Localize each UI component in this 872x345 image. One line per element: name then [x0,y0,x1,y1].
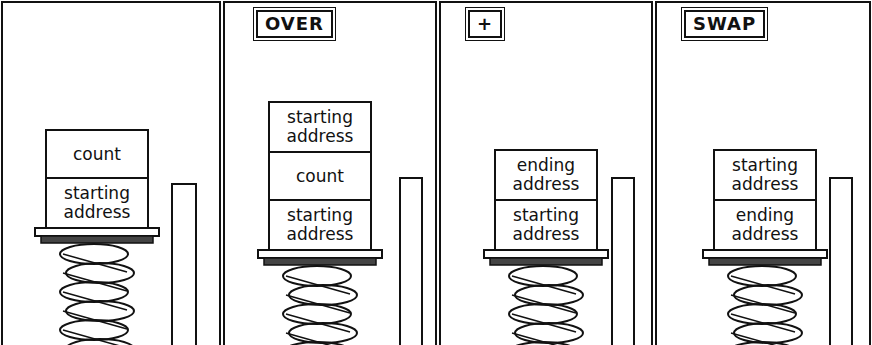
spring-coil [289,285,357,305]
node-text: OVER [265,14,324,34]
spring [60,244,134,345]
panel-frame [2,2,220,345]
spring-coil [66,263,134,283]
stack-holder [400,178,422,345]
stack-holder [172,184,196,345]
forth-word-box: SWAP [684,10,765,38]
spring-coil [60,244,128,264]
panel-frame [224,2,436,345]
stack-tray [484,250,608,258]
panel-frame [656,2,870,345]
spring-coil [515,285,583,305]
stack-item-box: starting address [494,199,598,251]
stack-tray-base [264,258,376,265]
stack-tray [258,250,382,258]
node-text: count [73,145,121,164]
node-text: ending address [500,156,592,193]
spring-coil [734,323,802,343]
spring-coil [283,342,351,345]
forth-word-box: OVER [256,10,333,38]
stack-holder [830,178,852,345]
spring-coil [60,320,128,340]
stack-tray-base [709,258,821,265]
spring-coil [734,285,802,305]
spring-coil [66,301,134,321]
spring-coil [728,266,796,286]
node-text: starting address [719,156,811,193]
node-text: SWAP [693,14,756,34]
node-text: starting address [274,206,366,243]
stack-item-box: count [45,129,149,179]
forth-word-box: + [468,10,502,38]
stack-item-box: starting address [268,199,372,251]
stack-item-box: starting address [268,101,372,153]
spring [728,266,802,345]
stack-item-box: starting address [45,177,149,229]
spring [283,266,357,345]
spring-coil [509,342,577,345]
spring-coil [728,304,796,324]
spring [509,266,583,345]
spring-coil [515,323,583,343]
stack-item-box: ending address [713,199,817,251]
spring-coil [728,342,796,345]
spring-coil [509,266,577,286]
stack-item-box: ending address [494,149,598,201]
stack-tray [703,250,827,258]
stack-tray-base [41,236,153,243]
stack-holder [612,178,634,345]
node-text: starting address [500,206,592,243]
spring-coil [509,304,577,324]
spring-coil [60,282,128,302]
stack-item-box: starting address [713,149,817,201]
node-text: + [477,14,493,34]
stack-tray [35,228,159,236]
spring-coil [283,304,351,324]
spring-coil [283,266,351,286]
node-text: ending address [719,206,811,243]
stack-item-box: count [268,151,372,201]
stack-tray-base [490,258,602,265]
node-text: count [296,167,344,186]
panel-frame [440,2,652,345]
node-text: starting address [51,184,143,221]
spring-coil [66,339,134,345]
spring-coil [289,323,357,343]
node-text: starting address [274,108,366,145]
